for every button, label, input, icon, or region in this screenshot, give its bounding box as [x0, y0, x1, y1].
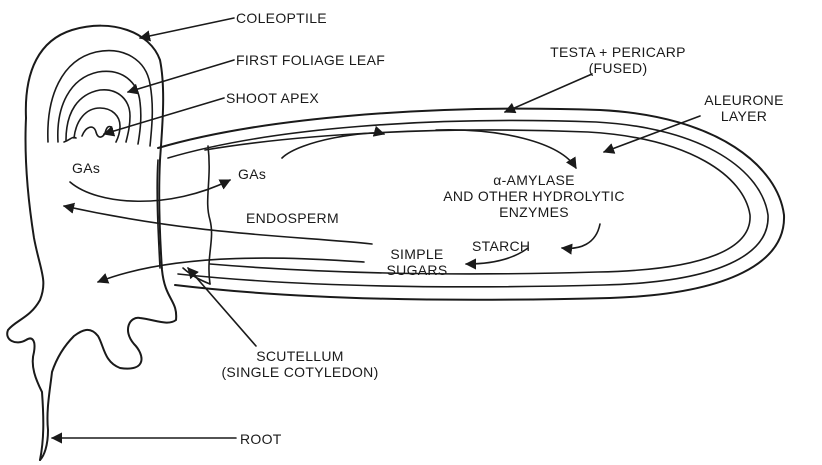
- scutellum-outline: [183, 146, 212, 284]
- label-coleoptile: COLEOPTILE: [236, 10, 327, 26]
- label-amylase-line1: α-AMYLASE: [434, 172, 634, 188]
- label-scutellum: SCUTELLUM (SINGLE COTYLEDON): [200, 348, 400, 380]
- label-shoot-apex: SHOOT APEX: [226, 90, 319, 106]
- label-gas-embryo: GAs: [72, 160, 100, 176]
- label-aleurone-layer: ALEURONE LAYER: [694, 92, 794, 124]
- label-endosperm: ENDOSPERM: [246, 210, 339, 226]
- label-aleurone-line1: ALEURONE: [694, 92, 794, 108]
- label-aleurone-line2: LAYER: [694, 108, 794, 124]
- label-testa-pericarp: TESTA + PERICARP (FUSED): [538, 44, 698, 76]
- label-simple-line2: SUGARS: [372, 262, 462, 278]
- label-amylase-line2: AND OTHER HYDROLYTIC: [434, 188, 634, 204]
- label-testa-line1: TESTA + PERICARP: [538, 44, 698, 60]
- label-scutellum-line1: SCUTELLUM: [200, 348, 400, 364]
- label-alpha-amylase: α-AMYLASE AND OTHER HYDROLYTIC ENZYMES: [434, 172, 634, 220]
- label-first-foliage-leaf: FIRST FOLIAGE LEAF: [236, 52, 385, 68]
- label-simple-line1: SIMPLE: [372, 246, 462, 262]
- label-scutellum-line2: (SINGLE COTYLEDON): [200, 364, 400, 380]
- label-testa-line2: (FUSED): [538, 60, 698, 76]
- label-amylase-line3: ENZYMES: [434, 204, 634, 220]
- label-root: ROOT: [240, 431, 282, 447]
- label-gas-endosperm: GAs: [238, 166, 266, 182]
- embryo-axis: [7, 26, 176, 460]
- label-starch: STARCH: [472, 238, 530, 254]
- label-simple-sugars: SIMPLE SUGARS: [372, 246, 462, 278]
